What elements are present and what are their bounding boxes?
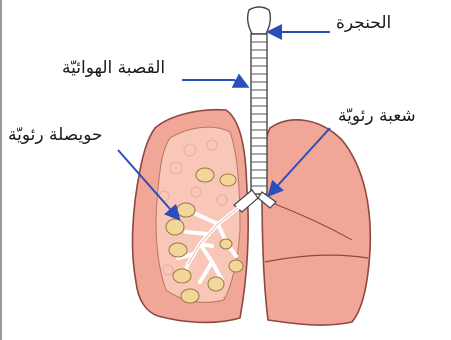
alveolus [220, 239, 232, 249]
alveolus [208, 277, 224, 291]
larynx-shape [248, 7, 271, 34]
alveolus [177, 203, 195, 217]
alveolus [196, 168, 214, 182]
alveolus [220, 174, 236, 186]
label-bronchus: شعبة رئويّة [338, 108, 416, 125]
label-larynx: الحنجرة [336, 15, 391, 32]
right-lung [262, 120, 370, 325]
label-trachea: القصبة الهوائيّة [62, 60, 165, 77]
alveolus [169, 243, 187, 257]
alveolus [181, 289, 199, 303]
alveolus [229, 260, 243, 272]
trachea-arrow [182, 80, 246, 86]
label-alveolus: حويصلة رئويّة [8, 127, 102, 144]
alveolus [166, 219, 184, 235]
alveolus [173, 269, 191, 283]
